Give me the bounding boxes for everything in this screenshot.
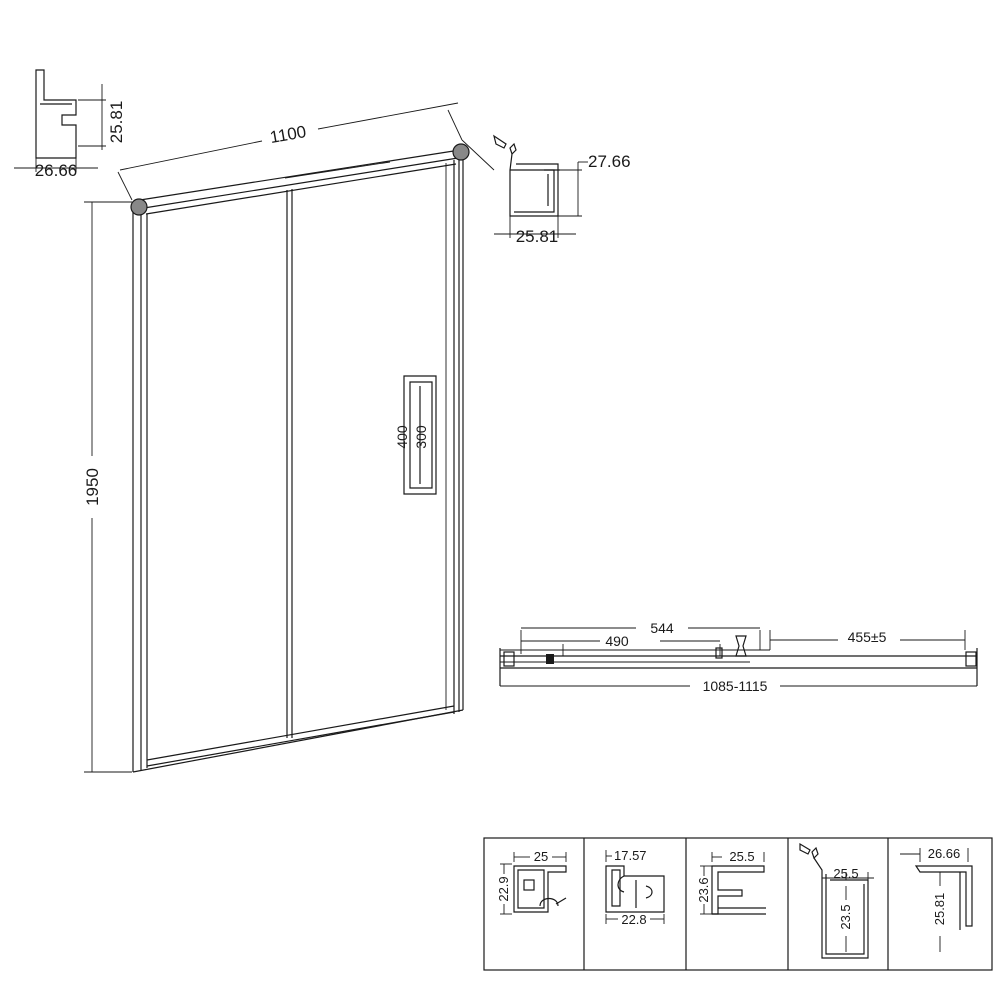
top-left-end-cap xyxy=(131,199,147,215)
plan-glass-label: 490 xyxy=(605,633,629,649)
plan-opening-label: 455±5 xyxy=(848,629,887,645)
top-left-profile-height-label: 25.81 xyxy=(107,101,126,144)
profile-4-side-label: 23.5 xyxy=(838,904,853,929)
profile-1-side-label: 22.9 xyxy=(496,876,511,901)
profile-4-top-label: 25.5 xyxy=(833,866,858,881)
top-right-profile-width-label: 25.81 xyxy=(516,227,559,246)
profile-3-top-label: 25.5 xyxy=(729,849,754,864)
top-width-label: 1100 xyxy=(268,122,307,147)
profile-2-top-label: 17.57 xyxy=(614,848,647,863)
top-right-end-cap xyxy=(453,144,469,160)
top-left-profile-detail: 25.81 26.66 xyxy=(14,70,126,180)
profile-1-top-label: 25 xyxy=(534,849,548,864)
plan-overall-label: 1085-1115 xyxy=(703,678,768,694)
profile-cell-2: 17.57 22.8 xyxy=(606,848,664,927)
profile-table: 25 22.9 17.57 22.8 xyxy=(484,838,992,970)
profile-cell-1: 25 22.9 xyxy=(496,849,566,914)
handle-inner-label: 300 xyxy=(413,425,429,449)
profile-2-bottom-label: 22.8 xyxy=(621,912,646,927)
profile-5-top-label: 26.66 xyxy=(928,846,961,861)
profile-cell-5: 26.66 25.81 xyxy=(900,846,972,952)
top-left-profile-width-label: 26.66 xyxy=(35,161,78,180)
handle-outer-label: 400 xyxy=(394,425,410,449)
door-elevation xyxy=(131,144,469,772)
top-width-dimension: 1100 xyxy=(118,103,462,200)
top-right-profile-detail: 27.66 25.81 xyxy=(462,136,631,246)
profile-cell-3: 25.5 23.6 xyxy=(696,849,766,914)
profile-cell-4: 25.5 23.5 xyxy=(800,844,874,958)
profile-3-side-label: 23.6 xyxy=(696,877,711,902)
door-handle: 400 300 xyxy=(394,376,436,494)
profile-5-side-label: 25.81 xyxy=(932,893,947,926)
plan-panel-label: 544 xyxy=(650,620,674,636)
top-right-profile-height-label: 27.66 xyxy=(588,152,631,171)
door-height-label: 1950 xyxy=(83,468,102,506)
door-height-dimension: 1950 xyxy=(83,202,132,772)
plan-view: 544 490 455±5 1085-1115 xyxy=(500,620,977,694)
